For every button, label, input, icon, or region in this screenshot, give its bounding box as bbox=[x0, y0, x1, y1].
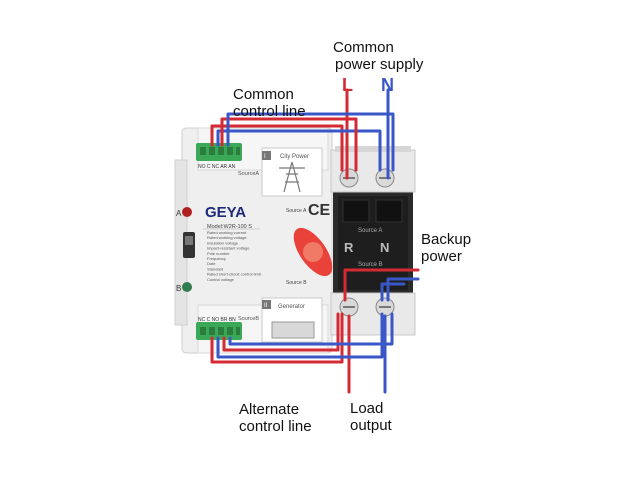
switch-source-b-label: Source B bbox=[358, 262, 383, 268]
control-neutral-wire-top bbox=[216, 129, 382, 172]
source-b-label: Source B bbox=[286, 280, 307, 286]
roman-i-badge bbox=[262, 151, 271, 160]
bottom-terminal-block bbox=[196, 322, 242, 340]
source-a-label: Source A bbox=[286, 208, 307, 214]
pylon-icon bbox=[279, 161, 305, 193]
model-text: Model:W2R-100 S bbox=[207, 224, 252, 230]
source-b-text: SourceB bbox=[238, 316, 259, 322]
backup-power-label: Backup power bbox=[421, 231, 472, 265]
common-control-line-label: Common control line bbox=[233, 86, 306, 120]
source-b-indicator-led bbox=[182, 282, 192, 292]
alternate-control-line-label: Alternate control line bbox=[239, 401, 312, 435]
spec-line: Insulation voltage bbox=[207, 240, 239, 245]
spec-line: Pole number bbox=[207, 251, 230, 256]
switch-r-label: R bbox=[344, 240, 354, 255]
generator-text: Generator bbox=[278, 304, 305, 310]
control-neutral-wire-bottom-2 bbox=[228, 312, 394, 346]
switch-source-a-label: Source A bbox=[358, 228, 382, 234]
roman-i-text: I bbox=[264, 154, 266, 160]
control-live-wire-top bbox=[210, 124, 344, 172]
control-live-wire-bottom-2 bbox=[222, 312, 340, 352]
source-a-indicator-led bbox=[182, 207, 192, 217]
brand-logo: GEYA bbox=[205, 204, 246, 221]
roman-ii-badge bbox=[262, 300, 271, 309]
terminal-bottom-label: NC C NO BR BN bbox=[198, 317, 236, 323]
roman-ii-text: II bbox=[264, 303, 268, 309]
control-neutral-wire-top-2 bbox=[226, 112, 395, 172]
control-neutral-wire-bottom bbox=[216, 312, 384, 359]
live-phase-label: L bbox=[342, 75, 353, 95]
spec-line: Control voltage bbox=[207, 277, 235, 282]
load-output-label: Load output bbox=[350, 400, 392, 434]
spec-line: Rated short-circuit control limit bbox=[207, 272, 262, 277]
terminal-top-label: NO C NC AR AN bbox=[198, 164, 236, 170]
spec-line: Standard bbox=[207, 266, 223, 271]
spec-line: Date bbox=[207, 261, 216, 266]
control-live-wire-bottom bbox=[210, 312, 344, 364]
ce-mark: CE bbox=[308, 202, 331, 219]
spec-line: Frequency bbox=[207, 256, 226, 261]
indicator-b-label: B bbox=[176, 284, 181, 293]
spec-line: Rated working current bbox=[207, 230, 247, 235]
control-live-wire-top-2 bbox=[220, 117, 358, 172]
backup-neutral-wire bbox=[386, 277, 420, 302]
source-a-text: SourceA bbox=[238, 171, 259, 177]
common-power-supply-label: Common power supply bbox=[333, 39, 424, 73]
backup-neutral-wire-2 bbox=[380, 282, 406, 302]
generator-icon bbox=[271, 321, 315, 339]
city-power-text: City Power bbox=[280, 154, 309, 160]
bottom-screw-terminals bbox=[339, 297, 395, 317]
rotary-handle bbox=[293, 227, 333, 277]
switch-n-label: N bbox=[380, 240, 389, 255]
neutral-phase-label: N bbox=[381, 75, 394, 95]
indicator-a-label: A bbox=[176, 209, 182, 218]
spec-line: Rated working voltage bbox=[207, 235, 247, 240]
city-power-panel bbox=[261, 147, 323, 197]
backup-live-wire bbox=[343, 268, 420, 302]
spec-line: Impact-resistant voltage bbox=[207, 246, 250, 251]
top-terminal-block bbox=[196, 143, 242, 161]
